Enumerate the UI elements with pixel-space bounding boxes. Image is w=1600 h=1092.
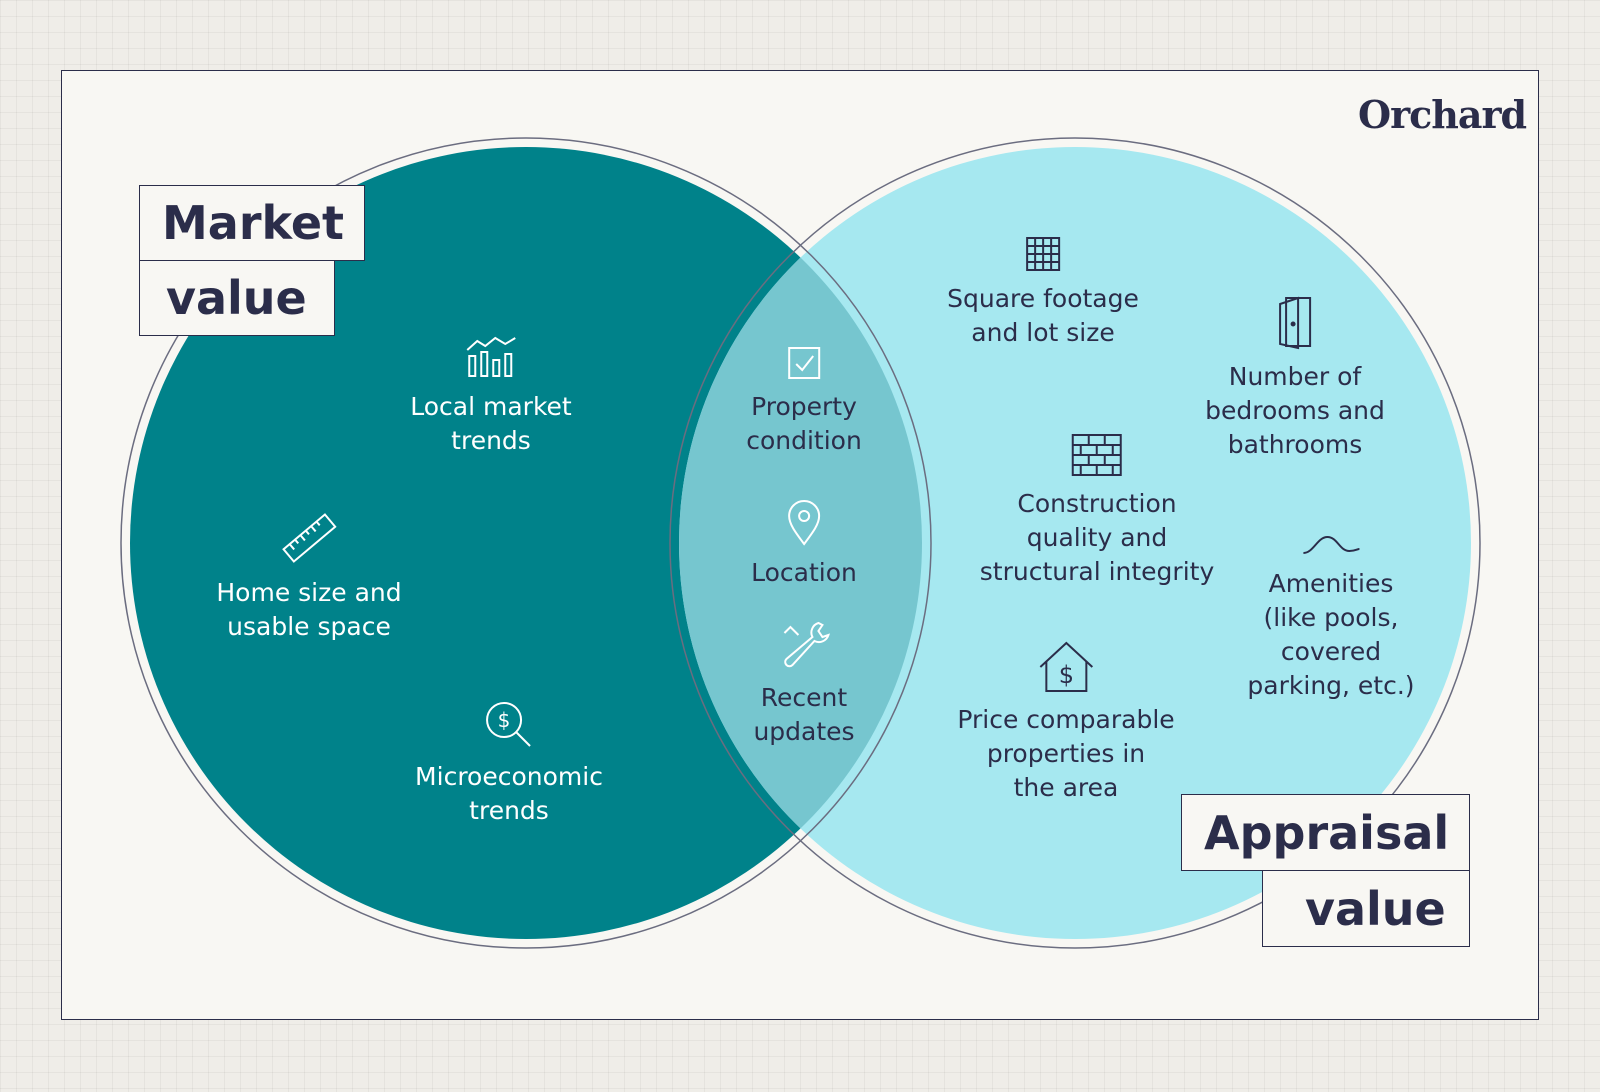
market-value-circle [130, 147, 922, 939]
appraisal-item-label: Amenities (like pools, covered parking, … [1247, 569, 1415, 700]
appraisal-value-title-line2: value [1305, 881, 1446, 936]
svg-text:$: $ [1058, 661, 1073, 689]
appraisal-item-price-comparable: $ Price comparable properties in the are… [957, 641, 1175, 805]
checkbox-icon [788, 347, 820, 379]
shared-item-label: Property condition [746, 392, 862, 455]
ruler-icon [281, 513, 337, 563]
brick-wall-icon [1072, 434, 1122, 476]
appraisal-item-label: Construction quality and structural inte… [979, 489, 1215, 586]
door-icon [1279, 296, 1311, 350]
bar-chart-icon [466, 336, 516, 377]
appraisal-item-bedrooms-bathrooms: Number of bedrooms and bathrooms [1205, 296, 1385, 462]
wrench-icon [783, 621, 830, 668]
wave-icon [1302, 535, 1360, 554]
market-value-title-line1-box: Market [139, 185, 365, 261]
appraisal-item-construction-quality: Construction quality and structural inte… [979, 433, 1215, 589]
shared-item-label: Recent updates [753, 683, 855, 746]
market-value-outline [120, 137, 932, 949]
appraisal-value-title-line1-box: Appraisal [1181, 794, 1470, 871]
appraisal-value-outline [669, 137, 1481, 949]
house-dollar-icon: $ [1039, 641, 1093, 692]
appraisal-item-square-footage: Square footage and lot size [947, 236, 1139, 350]
appraisal-value-title-line1: Appraisal [1204, 805, 1450, 860]
appraisal-item-label: Square footage and lot size [947, 284, 1139, 347]
shared-item-location: Location [751, 500, 857, 590]
market-item-label: Microeconomic trends [415, 762, 603, 825]
shared-item-recent-updates: Recent updates [753, 619, 855, 749]
appraisal-item-label: Number of bedrooms and bathrooms [1205, 362, 1385, 459]
dollar-magnifier-icon: $ [485, 702, 531, 747]
grid-icon [1025, 237, 1060, 271]
market-value-title-line2: value [166, 271, 307, 325]
market-item-label: Local market trends [410, 392, 572, 455]
appraisal-value-circle [679, 147, 1471, 939]
orchard-logo: Orchard [1358, 92, 1527, 137]
shared-item-label: Location [751, 558, 857, 587]
svg-text:$: $ [498, 708, 511, 732]
market-item-microeconomic-trends: $ Microeconomic trends [415, 700, 603, 828]
location-pin-icon [787, 500, 821, 546]
market-item-local-market-trends: Local market trends [410, 334, 572, 458]
market-value-title-line1: Market [162, 196, 345, 250]
market-value-title-line2-box: value [139, 260, 335, 336]
market-item-home-size: Home size and usable space [216, 510, 402, 644]
appraisal-item-label: Price comparable properties in the area [957, 705, 1175, 802]
shared-item-property-condition: Property condition [746, 346, 862, 458]
appraisal-item-amenities: Amenities (like pools, covered parking, … [1247, 533, 1415, 703]
market-item-label: Home size and usable space [216, 578, 402, 641]
appraisal-value-title-line2-box: value [1262, 870, 1470, 947]
